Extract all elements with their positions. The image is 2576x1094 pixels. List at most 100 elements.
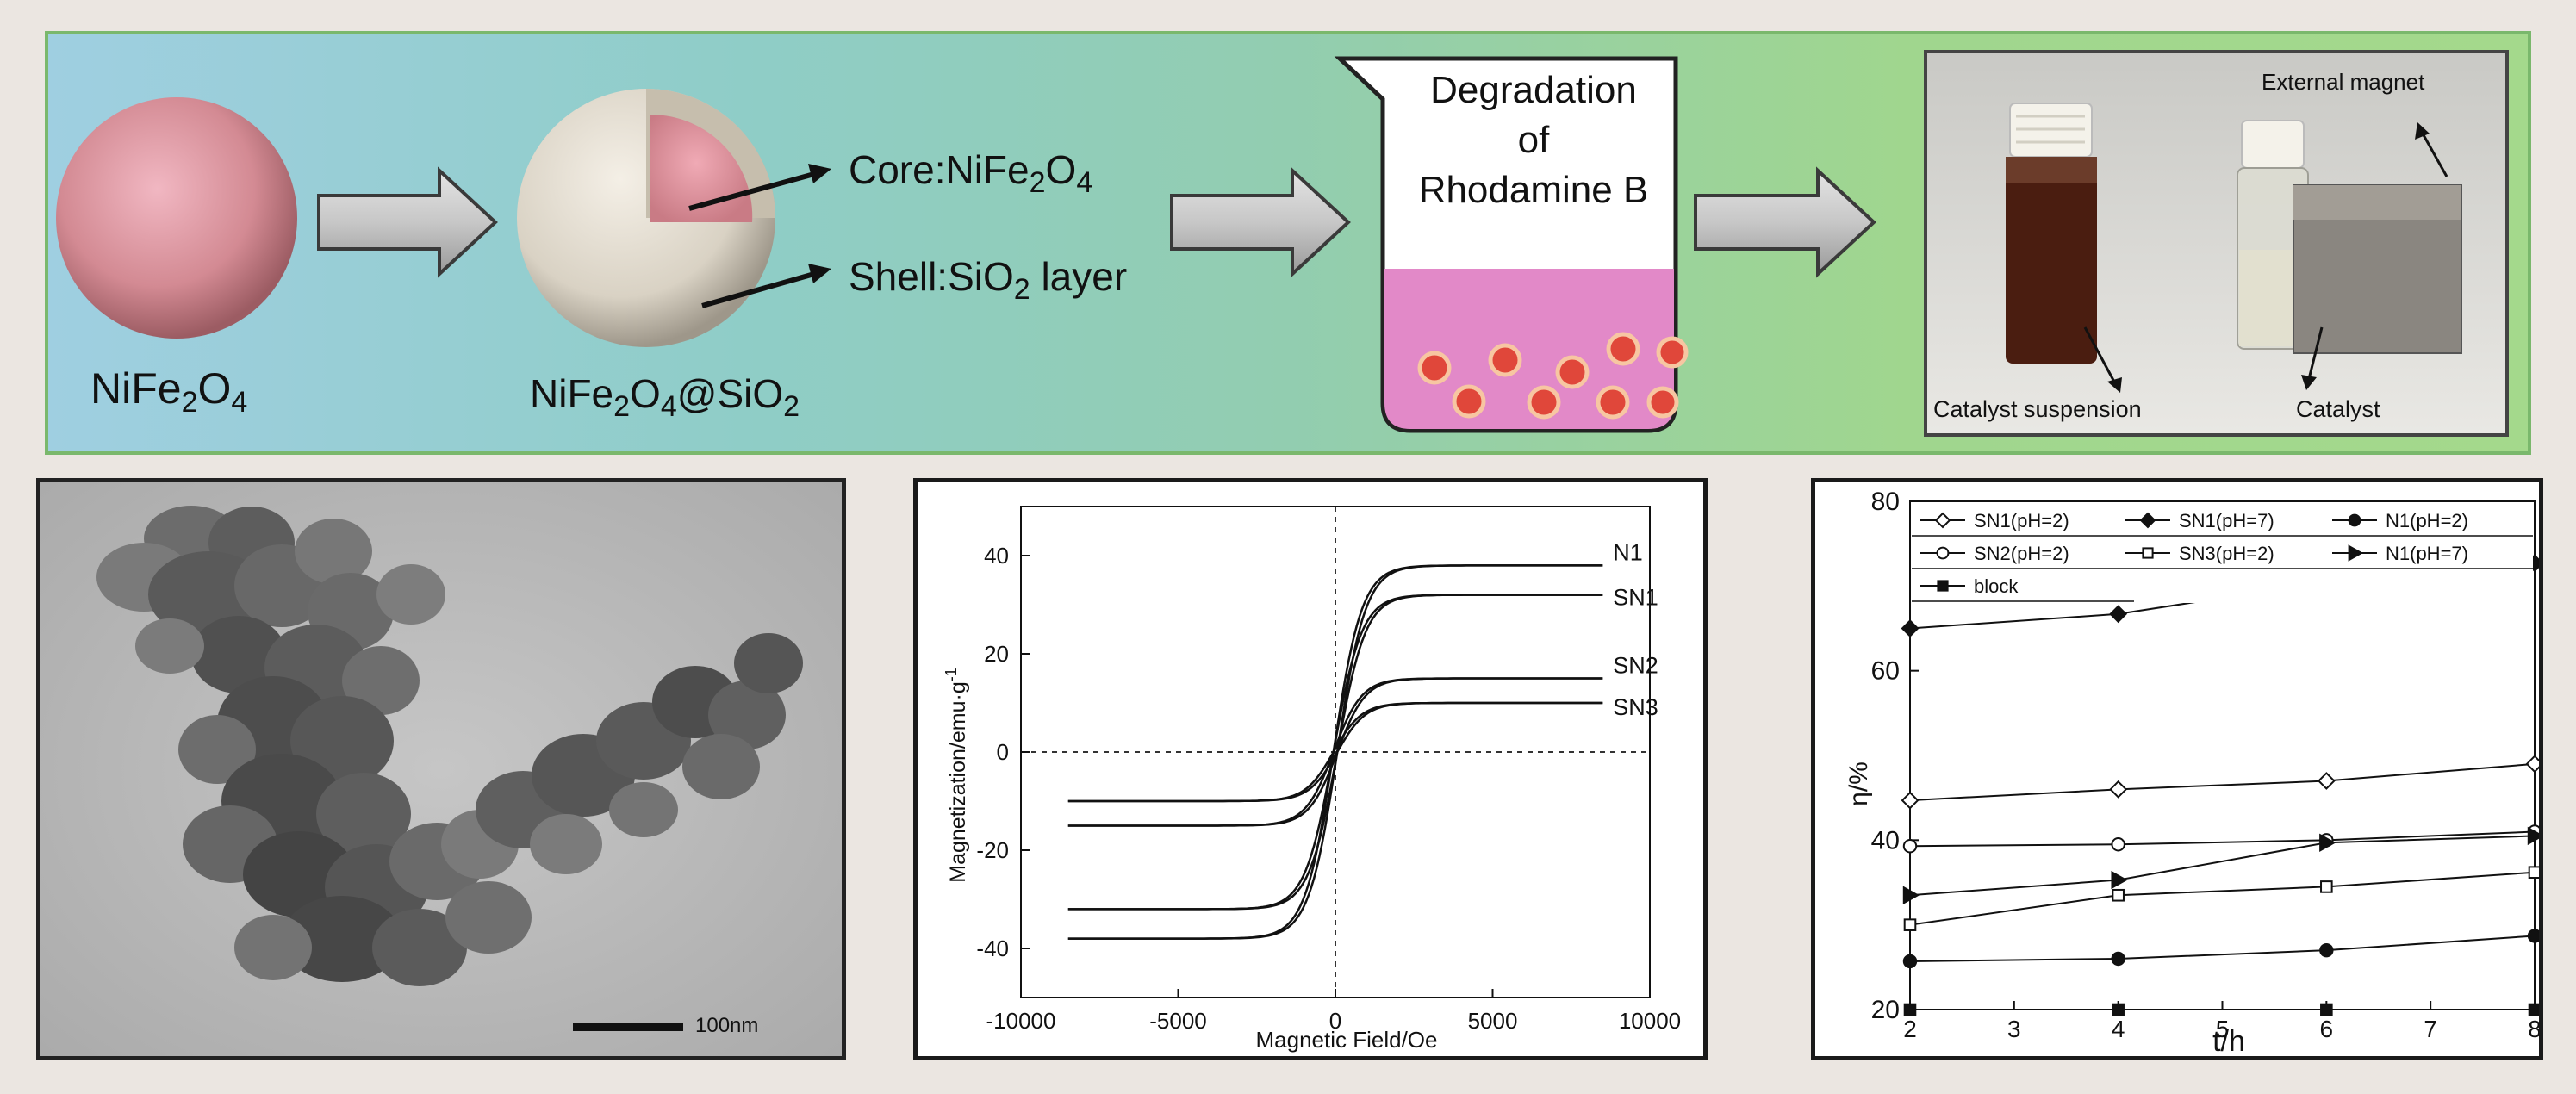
data-point (1937, 580, 1949, 592)
nanoparticle-cluster (96, 506, 803, 986)
data-point (2111, 870, 2128, 890)
x-axis-label: Magnetic Field/Oe (1256, 1027, 1438, 1053)
data-point (2527, 826, 2539, 846)
x-tick-label: 2 (1903, 1016, 1917, 1042)
legend-entry: SN3(pH=2) (2179, 543, 2274, 564)
catalyst-pointer-arrow (2307, 326, 2324, 380)
nife2o4-sphere (56, 97, 297, 339)
data-point (1901, 791, 1920, 810)
data-point (2528, 866, 2539, 879)
suspension-pointer-arrow (2083, 326, 2117, 384)
series-sn1-ph-2- (1901, 755, 2539, 810)
beaker-solution (1384, 269, 1674, 429)
data-point (2109, 605, 2128, 624)
y-tick-label: 60 (1871, 657, 1900, 686)
data-point (2112, 888, 2125, 902)
x-tick-label: 4 (2112, 1016, 2125, 1042)
legend-entry: block (1974, 575, 2019, 597)
y-tick-label: -20 (976, 837, 1009, 863)
core-label: Core:NiFe2O4 (849, 147, 1093, 199)
beaker-caption: Degradation of Rhodamine B (1418, 69, 1649, 211)
data-point (1902, 839, 1918, 854)
series-line (1909, 871, 2536, 926)
series-n1-ph-7- (1902, 826, 2539, 904)
data-point (1902, 954, 1918, 969)
y-tick-label: 0 (997, 739, 1009, 765)
data-point (2112, 1003, 2125, 1016)
data-point (1936, 546, 1950, 560)
x-tick-label: 10000 (1619, 1008, 1681, 1034)
hysteresis-curve-sn3 (1067, 701, 1603, 803)
x-tick-label: 0 (1329, 1008, 1341, 1034)
x-tick-label: 5000 (1468, 1008, 1518, 1034)
data-point (2319, 833, 2336, 852)
tem-panel: 100nm (36, 478, 846, 1060)
scale-label: 100nm (695, 1014, 758, 1037)
magnetization-panel: Magnetization/emu·g-1 Magnetic Field/Oe … (913, 478, 1708, 1060)
series-label-sn1: SN1 (1613, 585, 1658, 611)
data-point (2139, 512, 2156, 529)
x-tick-label: 7 (2424, 1016, 2437, 1042)
data-point (2317, 772, 2336, 790)
y-tick-label: -40 (976, 935, 1009, 961)
scale-bar (573, 1023, 683, 1031)
x-axis-label: t/h (2212, 1025, 2245, 1056)
legend-entry: SN1(pH=2) (1974, 510, 2069, 531)
data-point (1903, 918, 1917, 931)
data-point (1902, 886, 1920, 904)
process-arrow (317, 166, 498, 278)
composite-label: NiFe2O4@SiO2 (530, 371, 800, 423)
data-point (2528, 1003, 2539, 1016)
legend-entry: N1(pH=7) (2386, 543, 2468, 564)
shell-pointer-arrow (701, 271, 815, 308)
core-cutaway (650, 114, 753, 222)
y-tick-label: 40 (1871, 826, 1900, 855)
data-point (2142, 547, 2154, 559)
core-pointer-arrow (688, 171, 815, 211)
x-tick-label: -10000 (986, 1008, 1056, 1034)
x-tick-label: 3 (2007, 1016, 2021, 1042)
series-line (1909, 762, 2536, 802)
process-arrow (1170, 166, 1351, 278)
data-point (2320, 880, 2333, 893)
vial-suspension (2006, 103, 2097, 364)
catalyst-suspension-label: Catalyst suspension (1933, 396, 2142, 422)
x-tick-label: -5000 (1149, 1008, 1207, 1034)
series-line (1909, 835, 2536, 897)
data-point (2319, 942, 2334, 958)
magnetization-chart: Magnetization/emu·g-1 Magnetic Field/Oe … (943, 506, 1681, 1053)
tem-image: 100nm (40, 482, 842, 1056)
x-tick-label: 6 (2320, 1016, 2334, 1042)
legend-bg (1912, 503, 2533, 603)
series-line (1909, 830, 2536, 848)
y-axis-label: Magnetization/emu·g-1 (943, 668, 970, 882)
y-tick-label: 40 (984, 543, 1009, 569)
shell-label: Shell:SiO2 layer (849, 254, 1128, 306)
catalyst-label: Catalyst (2296, 396, 2380, 422)
data-point (1934, 512, 1951, 529)
legend-entry: SN1(pH=7) (2179, 510, 2274, 531)
data-point (2348, 513, 2361, 527)
x-tick-label: 5 (2216, 1016, 2230, 1042)
data-point (1901, 619, 1920, 637)
series-label-sn2: SN2 (1613, 653, 1658, 679)
series-block (1903, 1003, 2539, 1016)
banner-graphics (56, 50, 2509, 437)
nife2o4-label: NiFe2O4 (90, 364, 248, 419)
hysteresis-curve-sn1 (1067, 594, 1603, 911)
data-point (2320, 1003, 2333, 1016)
data-point (2348, 544, 2364, 562)
data-point (2111, 837, 2125, 852)
series-label-sn3: SN3 (1613, 694, 1658, 720)
series-label-n1: N1 (1613, 539, 1643, 565)
series-n1-ph-2- (1902, 929, 2539, 969)
catalyst-particles (1417, 332, 1689, 420)
y-axis-label: η/% (1845, 761, 1873, 806)
data-point (2525, 755, 2539, 774)
data-point (2109, 780, 2128, 799)
legend: SN1(pH=2)SN1(pH=7)N1(pH=2)SN2(pH=2)SN3(p… (1912, 503, 2533, 603)
legend-entry: N1(pH=2) (2386, 510, 2468, 531)
process-arrow (1694, 166, 1876, 278)
